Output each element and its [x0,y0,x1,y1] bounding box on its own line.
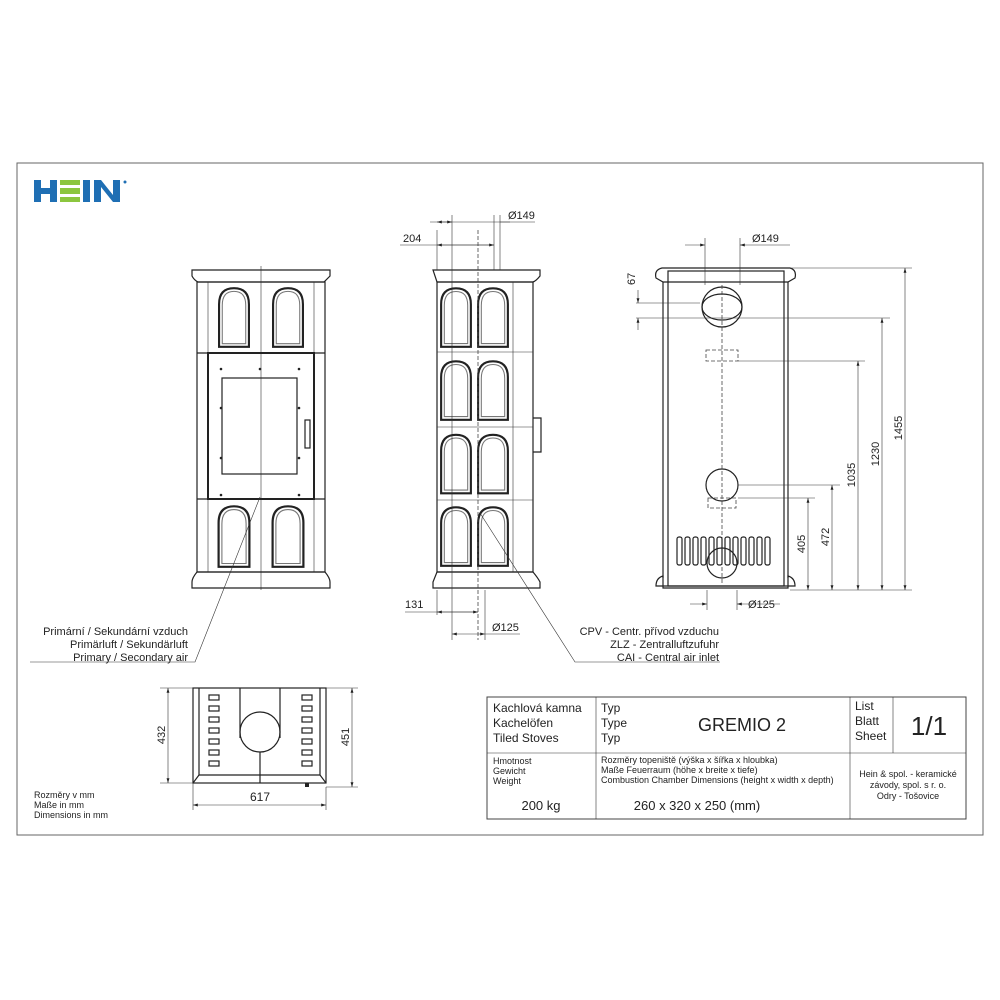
company-line: Hein & spol. - keramické [859,769,957,779]
dim-side-top-width: 204 [403,233,421,245]
dim-side-bottom-offset: 131 [405,599,423,611]
dim-1455: 1455 [893,416,905,440]
chamber-label: Combustion Chamber Dimensions (height x … [601,775,834,785]
callout-line: ZLZ - Zentralluftzufuhr [610,639,719,651]
units-line: Rozměry v mm [34,790,95,800]
dim-405: 405 [796,535,808,553]
sheet-label: List [855,699,874,713]
type-label: Type [601,716,627,730]
central-air-callout: CPV - Centr. přívod vzduchu ZLZ - Zentra… [580,626,720,664]
sheet-number: 1/1 [911,711,947,741]
callout-line: Primärluft / Sekundärluft [70,639,188,651]
air-callout-leader [30,496,261,663]
front-view [191,266,331,590]
top-view-dimensions: 432 451 617 [156,687,358,810]
type-label: Typ [601,731,621,745]
hein-logo [34,180,127,202]
title-block: Kachlová kamna Kachelöfen Tiled Stoves T… [486,696,967,820]
top-view [192,687,327,787]
category-line: Tiled Stoves [493,731,559,745]
units-note: Rozměry v mm Maße in mm Dimensions in mm [34,790,108,820]
weight-label: Gewicht [493,766,526,776]
air-callout: Primární / Sekundární vzduch Primärluft … [43,626,188,664]
dim-1035: 1035 [846,463,858,487]
chamber-label: Rozměry topeniště (výška x šířka x hloub… [601,755,778,765]
type-label: Typ [601,701,621,715]
dim-back-air-inlet: Ø125 [748,599,775,611]
drawing-frame [16,162,984,836]
side-view [432,230,542,640]
weight-value: 200 kg [521,798,560,813]
dim-top-432: 432 [156,726,168,744]
chamber-label: Maße Feuerraum (höhe x breite x tiefe) [601,765,758,775]
dim-side-air-inlet: Ø125 [492,622,519,634]
callout-line: Primary / Secondary air [73,652,188,664]
dim-back-flue-diameter: Ø149 [752,233,779,245]
callout-line: CPV - Centr. přívod vzduchu [580,626,719,638]
side-view-dimensions: Ø149 204 131 Ø125 [400,210,535,640]
units-line: Maße in mm [34,800,84,810]
weight-label: Weight [493,776,521,786]
back-view-dimensions: Ø149 67 405 472 1035 1230 1455 Ø125 [626,233,912,611]
company-line: závody, spol. s r. o. [870,780,946,790]
units-line: Dimensions in mm [34,810,108,820]
back-view [655,267,797,589]
dim-back-flue-offset: 67 [626,273,638,285]
category-line: Kachelöfen [493,716,553,730]
chamber-value: 260 x 320 x 250 (mm) [634,798,760,813]
weight-label: Hmotnost [493,756,532,766]
category-line: Kachlová kamna [493,701,582,715]
model-name: GREMIO 2 [698,715,786,735]
dim-top-617: 617 [250,790,270,804]
sheet-label: Blatt [855,714,880,728]
central-air-callout-leader [479,512,720,663]
callout-line: Primární / Sekundární vzduch [43,626,188,638]
dim-1230: 1230 [870,442,882,466]
dim-top-451: 451 [340,728,352,746]
dim-472: 472 [820,528,832,546]
dim-side-flue-diameter: Ø149 [508,210,535,222]
company-line: Odry - Tošovice [877,791,939,801]
callout-line: CAI - Central air inlet [617,652,719,664]
sheet-label: Sheet [855,729,887,743]
